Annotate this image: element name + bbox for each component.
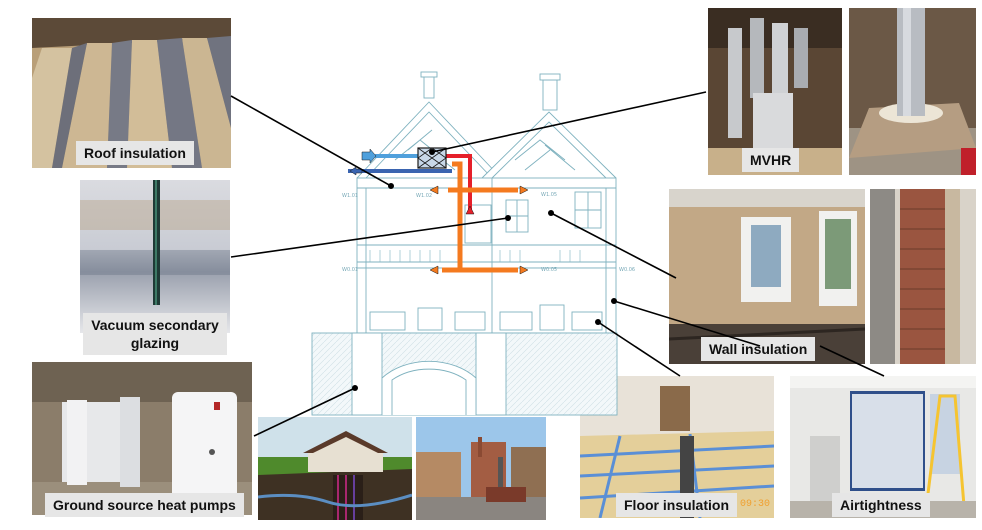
level-tag: W0.01 — [342, 267, 358, 273]
connector-lines — [230, 91, 885, 437]
mvhr-label: MVHR — [742, 148, 800, 172]
floor-insulation-label: Floor insulation — [616, 493, 737, 517]
wall-insulation-label: Wall insulation — [701, 337, 816, 361]
roof-insulation-label: Roof insulation — [76, 141, 194, 165]
supply-arrow-icon — [519, 265, 529, 275]
exhaust-air-arrow-icon — [349, 166, 363, 176]
vacuum-glazing-label: Vacuum secondary glazing — [83, 313, 227, 355]
vacuum-glazing-photo — [80, 180, 230, 333]
drilling-site-photo — [416, 417, 546, 520]
vacuum-glazing-label-line1: Vacuum secondary — [91, 317, 219, 333]
connector-dots — [352, 149, 617, 391]
supply-arrow-icon — [429, 185, 439, 195]
roof-insulation-photo — [32, 18, 231, 168]
heat-exchanger-icon — [417, 147, 447, 169]
heat-pump-label: Ground source heat pumps — [45, 493, 244, 517]
level-tag: W1.01 — [342, 193, 358, 199]
level-tag: W1.05 — [541, 192, 557, 198]
mvhr-duct-photo — [849, 8, 976, 175]
building-outline — [311, 71, 618, 416]
supply-arrow-icon — [519, 185, 529, 195]
extract-arrow-icon — [465, 205, 475, 215]
photo-timestamp: 09:30 — [740, 499, 771, 510]
level-tag: W1.02 — [416, 193, 432, 199]
wall-brick-photo — [870, 189, 976, 364]
airtightness-label: Airtightness — [832, 493, 930, 517]
vacuum-glazing-label-line2: glazing — [130, 335, 180, 351]
level-tag: W0.06 — [619, 267, 635, 273]
ground-loop-photo — [258, 417, 412, 520]
level-tag: W0.05 — [541, 267, 557, 273]
supply-arrow-icon — [429, 265, 439, 275]
fresh-air-arrow-icon — [361, 148, 377, 164]
